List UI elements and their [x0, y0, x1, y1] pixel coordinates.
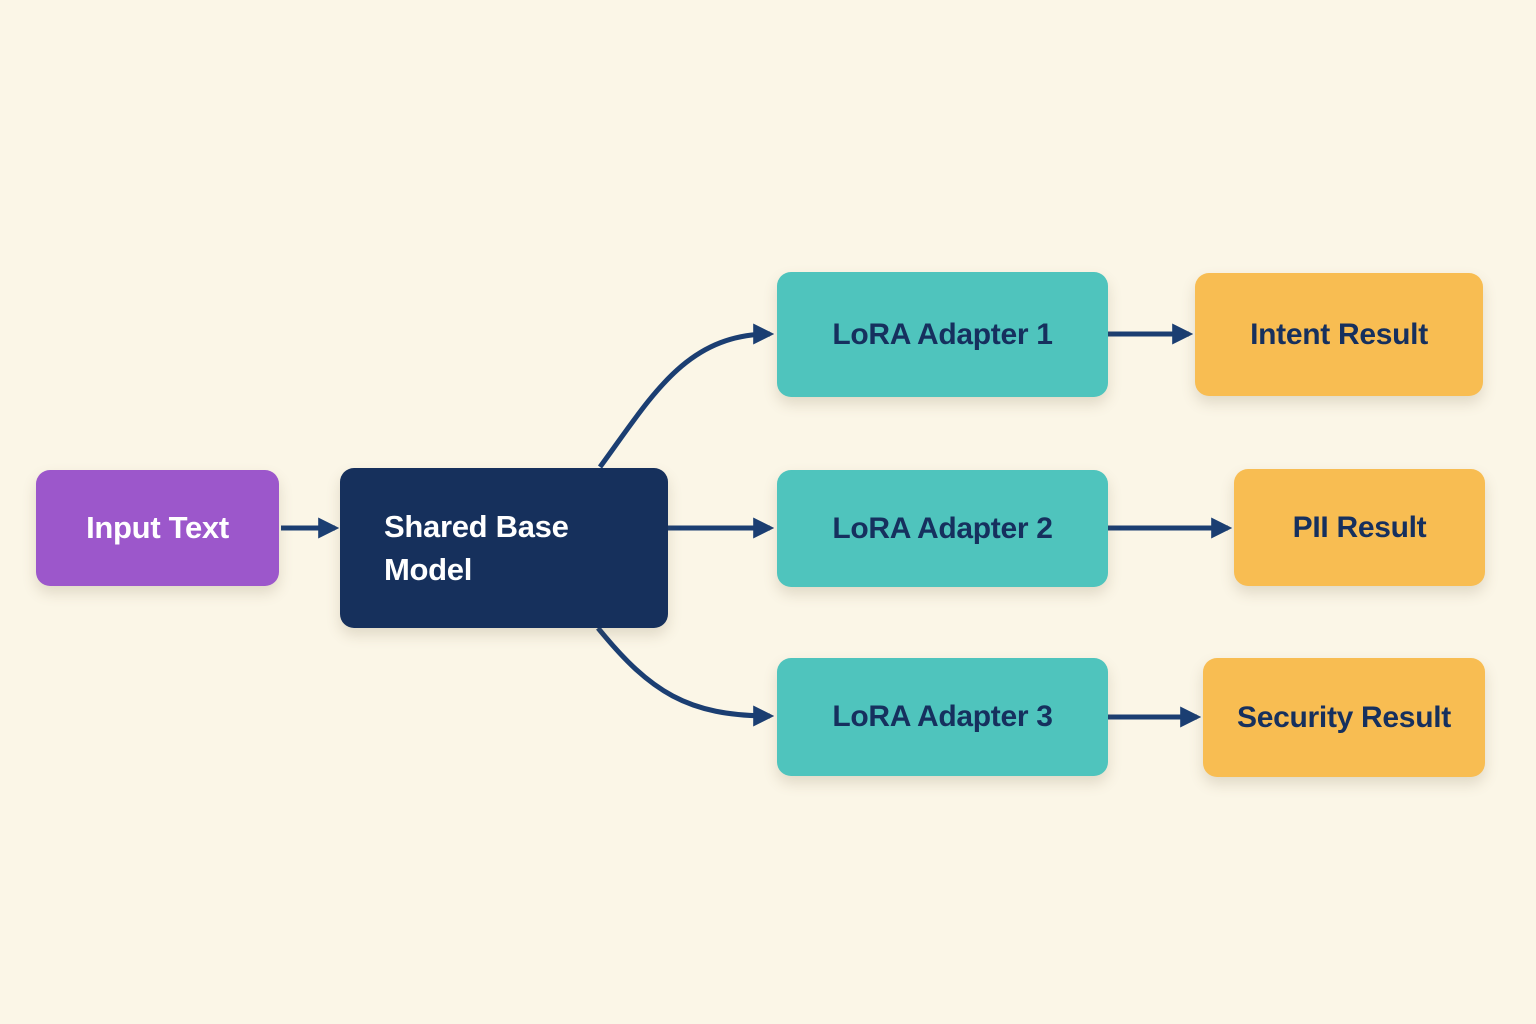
node-lora-adapter-1-label: LoRA Adapter 1 — [832, 317, 1053, 351]
node-lora-adapter-2: LoRA Adapter 2 — [777, 470, 1108, 587]
node-shared-base-model-label: Shared Base Model — [384, 509, 569, 587]
node-lora-adapter-2-label: LoRA Adapter 2 — [832, 511, 1053, 545]
node-lora-adapter-3-label: LoRA Adapter 3 — [832, 700, 1053, 733]
node-input-text: Input Text — [36, 470, 279, 586]
node-lora-adapter-3: LoRA Adapter 3 — [777, 658, 1108, 776]
node-pii-result: PII Result — [1234, 469, 1485, 586]
node-shared-base-model: Shared Base Model — [340, 468, 668, 628]
node-intent-result-label: Intent Result — [1250, 317, 1428, 351]
node-security-result: Security Result — [1203, 658, 1485, 777]
node-intent-result: Intent Result — [1195, 273, 1483, 396]
node-input-text-label: Input Text — [86, 510, 229, 545]
node-lora-adapter-1: LoRA Adapter 1 — [777, 272, 1108, 397]
connector-base-to-adapter-3 — [596, 626, 775, 727]
node-pii-result-label: PII Result — [1292, 510, 1427, 544]
connector-base-to-adapter-1 — [597, 323, 775, 469]
node-security-result-label: Security Result — [1237, 700, 1451, 734]
